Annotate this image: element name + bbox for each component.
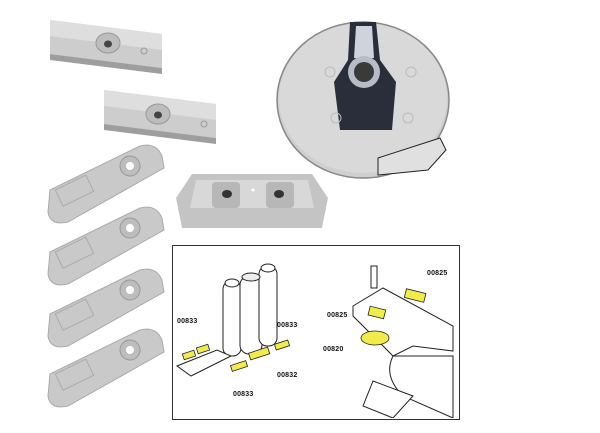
gearcase-drawing <box>352 265 454 418</box>
label-00825-top: 00825 <box>427 270 448 277</box>
plate-anode-stack <box>44 142 172 428</box>
plate-anode-3 <box>47 268 165 348</box>
engine-block-drawing <box>175 263 291 377</box>
installation-diagram: 00833 00833 00833 00832 00825 00825 0082… <box>172 245 460 420</box>
plate-anode-4 <box>47 328 165 408</box>
trim-tab-disc-anode <box>268 10 458 186</box>
label-00832: 00832 <box>277 372 298 379</box>
block-anode-1 <box>44 14 168 78</box>
block-anode-2 <box>98 84 222 148</box>
plate-anode-1 <box>47 144 165 224</box>
label-00820: 00820 <box>323 346 344 353</box>
label-00825-mid: 00825 <box>327 312 348 319</box>
label-00833-right: 00833 <box>277 322 298 329</box>
plate-anode-2 <box>47 206 165 286</box>
bar-anode <box>172 168 332 234</box>
label-00833-left: 00833 <box>177 318 198 325</box>
label-00833-bottom: 00833 <box>233 391 254 398</box>
